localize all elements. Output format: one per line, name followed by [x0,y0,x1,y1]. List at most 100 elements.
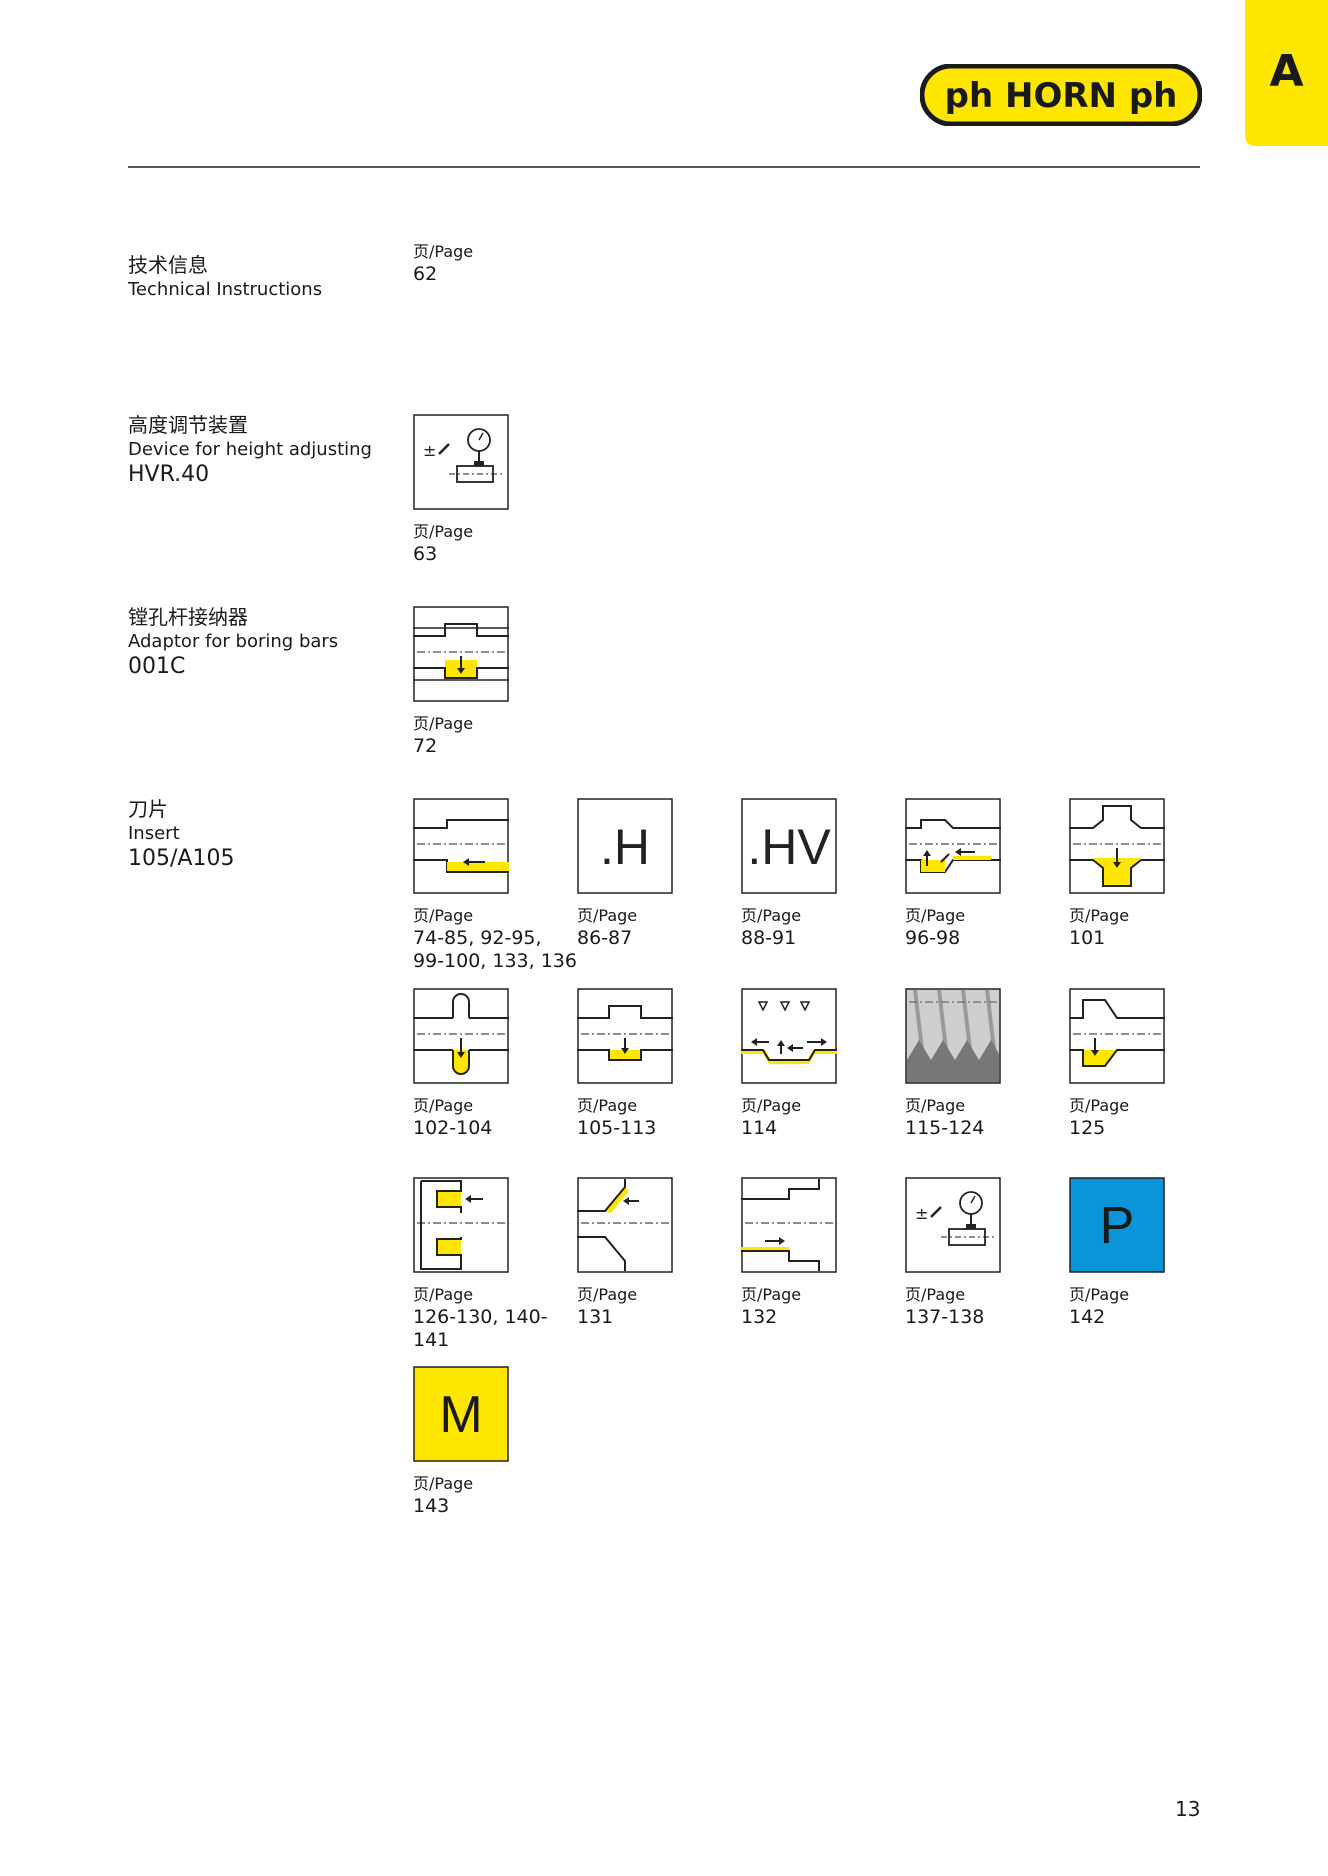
page-label: 页/Page [413,1096,474,1115]
page-label: 页/Page [1069,1096,1130,1115]
page-label: 页/Page [741,1285,802,1304]
round-groove-icon [413,988,509,1084]
item-shoulder[interactable]: 页/Page 132 [741,1177,901,1329]
page-range: 131 [577,1306,614,1328]
page-ref-technical: 页/Page 62 [413,240,573,286]
internal-grooving-icon [577,988,673,1084]
section-zh: 镗孔杆接纳器 [128,605,248,629]
item-height-device[interactable]: ± 页/Page 63 [413,414,573,566]
page-reference: 页/Page 125 [1069,1094,1229,1140]
item-p-grade[interactable]: P 页/Page 142 [1069,1177,1229,1329]
section-code: 001C [128,654,186,679]
section-zh: 高度调节装置 [128,413,248,437]
page-reference: 页/Page 74-85, 92-95, 99-100, 133, 136 [413,904,577,973]
thread-icon [905,988,1001,1084]
page-label: 页/Page [577,906,638,925]
page-label: 页/Page [577,1096,638,1115]
chamfer-icon [577,1177,673,1273]
item-m-grade[interactable]: M 页/Page 143 [413,1366,573,1518]
page-reference: 页/Page 105-113 [577,1094,737,1140]
page-range: 143 [413,1495,450,1517]
item-thread[interactable]: 页/Page 115-124 [905,988,1065,1140]
page-label: 页/Page [905,1096,966,1115]
page-label: 页/Page [905,1285,966,1304]
page-reference: 页/Page 115-124 [905,1094,1065,1140]
page-label: 页/Page [741,1096,802,1115]
section-code: 105/A105 [128,846,235,871]
page-reference: 页/Page 63 [413,520,573,566]
section-height-device: 高度调节装置 Device for height adjusting HVR.4… [128,412,372,489]
page-range: 72 [413,735,438,757]
item-face-groove[interactable]: 页/Page 126-130, 140- 141 [413,1177,573,1352]
page-label: 页/Page [905,906,966,925]
item-internal-turning[interactable]: 页/Page 74-85, 92-95, 99-100, 133, 136 [413,798,577,973]
section-insert: 刀片 Insert 105/A105 [128,796,234,873]
section-zh: 刀片 [128,797,168,821]
page-range: 74-85, 92-95, 99-100, 133, 136 [413,927,577,972]
internal-turning-icon [413,798,509,894]
hv-label: .HV [747,819,831,875]
section-tab-letter: A [1269,46,1304,97]
page-range: 142 [1069,1306,1106,1328]
page-reference: 页/Page 101 [1069,904,1229,950]
page-label: 页/Page [413,1474,474,1493]
item-h[interactable]: .H 页/Page 86-87 [577,798,737,950]
section-code: HVR.40 [128,462,210,487]
page-range: 105-113 [577,1117,657,1139]
page-label: 页/Page [1069,1285,1130,1304]
chamfer-groove-icon [1069,988,1165,1084]
p-label: P [1100,1197,1135,1255]
section-adaptor: 镗孔杆接纳器 Adaptor for boring bars 001C [128,604,338,681]
horn-logo: ph HORN ph [920,64,1202,126]
item-back-boring[interactable]: 页/Page 96-98 [905,798,1065,950]
page-label: 页/Page [1069,906,1130,925]
page-range: 88-91 [741,927,797,949]
page-range: 126-130, 140- 141 [413,1306,548,1351]
page-range: 125 [1069,1117,1106,1139]
svg-text:±: ± [915,1204,928,1223]
item-hv[interactable]: .HV 页/Page 88-91 [741,798,901,950]
page-number: 13 [1175,1797,1201,1821]
item-chamfer[interactable]: 页/Page 131 [577,1177,737,1329]
page-range: 102-104 [413,1117,493,1139]
page-reference: 页/Page 88-91 [741,904,901,950]
page-reference: 页/Page 62 [413,240,573,286]
h-label: .H [600,819,650,875]
page-reference: 页/Page 137-138 [905,1283,1065,1329]
item-grooving-turning[interactable]: 页/Page 114 [741,988,901,1140]
page-range: 114 [741,1117,778,1139]
section-en: Insert [128,823,180,844]
text-h-icon: .H [577,798,673,894]
m-grade-icon: M [413,1366,509,1462]
page-label: 页/Page [577,1285,638,1304]
item-boring-adaptor[interactable]: 页/Page 72 [413,606,573,758]
item-chamfer-groove[interactable]: 页/Page 125 [1069,988,1229,1140]
m-label: M [439,1386,482,1444]
page-range: 132 [741,1306,778,1328]
page-reference: 页/Page 86-87 [577,904,737,950]
text-hv-icon: .HV [741,798,837,894]
page-reference: 页/Page 142 [1069,1283,1229,1329]
logo-text: ph HORN ph [945,76,1178,116]
boring-adaptor-icon [413,606,509,702]
page-range: 137-138 [905,1306,985,1328]
shoulder-icon [741,1177,837,1273]
item-internal-grooving[interactable]: 页/Page 105-113 [577,988,737,1140]
header-rule [128,166,1200,168]
page-range: 63 [413,543,438,565]
page-reference: 页/Page 131 [577,1283,737,1329]
page-label: 页/Page [413,714,474,733]
section-tab: A [1245,0,1328,146]
page-reference: 页/Page 102-104 [413,1094,573,1140]
item-height-gauge[interactable]: ± 页/Page 137-138 [905,1177,1065,1329]
back-boring-icon [905,798,1001,894]
page-label: 页/Page [413,522,474,541]
page-range: 86-87 [577,927,633,949]
section-technical: 技术信息 Technical Instructions [128,252,322,301]
svg-text:±: ± [423,441,436,460]
item-round-groove[interactable]: 页/Page 102-104 [413,988,573,1140]
page-reference: 页/Page 96-98 [905,904,1065,950]
grooving-turning-icon [741,988,837,1084]
item-deep-groove[interactable]: 页/Page 101 [1069,798,1229,950]
page-label: 页/Page [413,1285,474,1304]
